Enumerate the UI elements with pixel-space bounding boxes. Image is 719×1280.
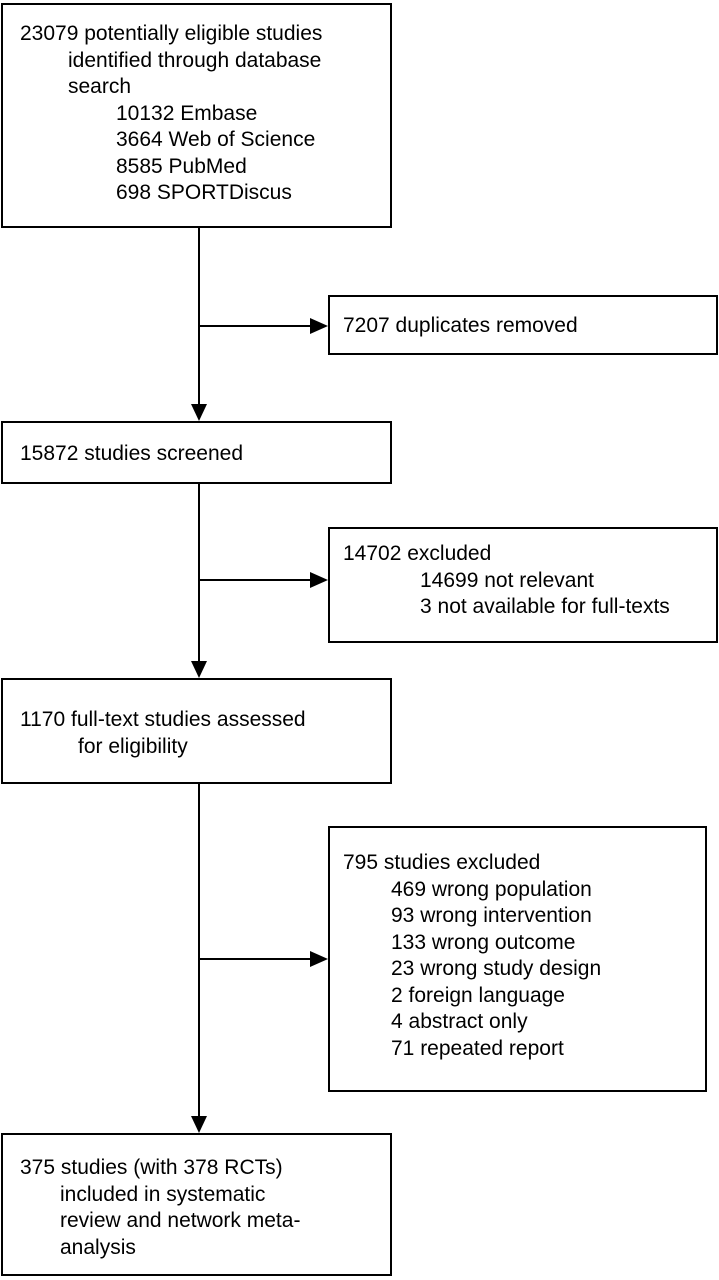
arrowhead-down-icon [191, 404, 207, 421]
reason-repeated-report: 71 repeated report [391, 1036, 564, 1060]
reason-wrong-intervention: 93 wrong intervention [391, 904, 592, 927]
screened-text: 15872 studies screened [20, 442, 243, 465]
included-line: included in systematic [60, 1182, 266, 1206]
source-embase: 10132 Embase [116, 101, 258, 125]
excluded-screening-total: 14702 excluded [343, 542, 492, 565]
identification-box: 23079 potentially eligible studies ident… [1, 3, 392, 228]
included-line: analysis [60, 1235, 136, 1259]
included-total: 375 studies (with 378 RCTs) [20, 1156, 283, 1179]
excluded-screening-box: 14702 excluded 14699 not relevant 3 not … [328, 527, 718, 643]
fulltext-box: 1170 full-text studies assessed for elig… [1, 678, 392, 784]
source-web-of-science: 3664 Web of Science [116, 128, 316, 151]
arrowhead-right-icon [310, 951, 328, 967]
arrowhead-down-icon [191, 661, 207, 678]
reason-wrong-outcome: 133 wrong outcome [391, 930, 576, 954]
reason-wrong-population: 469 wrong population [391, 877, 592, 901]
excluded-not-available: 3 not available for full-texts [420, 595, 670, 618]
arrowhead-right-icon [310, 572, 328, 588]
included-box: 375 studies (with 378 RCTs) included in … [1, 1133, 392, 1276]
fulltext-line: for eligibility [78, 734, 188, 758]
reason-abstract-only: 4 abstract only [391, 1010, 528, 1033]
source-pubmed: 8585 PubMed [116, 154, 247, 178]
excluded-not-relevant: 14699 not relevant [420, 568, 594, 592]
duplicates-text: 7207 duplicates removed [343, 314, 578, 337]
identification-line: search [68, 75, 132, 98]
excluded-fulltext-total: 795 studies excluded [343, 851, 541, 874]
excluded-fulltext-box: 795 studies excluded 469 wrong populatio… [328, 826, 707, 1092]
screened-box: 15872 studies screened [1, 421, 392, 484]
identification-line: identified through database [68, 48, 322, 72]
identification-total: 23079 potentially eligible studies [20, 22, 323, 45]
fulltext-total: 1170 full-text studies assessed [20, 708, 306, 731]
duplicates-box: 7207 duplicates removed [328, 295, 718, 355]
arrowhead-right-icon [310, 318, 328, 334]
source-sportdiscus: 698 SPORTDiscus [116, 181, 292, 204]
included-line: review and network meta- [60, 1209, 301, 1232]
reason-foreign-language: 2 foreign language [391, 983, 565, 1007]
reason-wrong-study-design: 23 wrong study design [391, 957, 602, 980]
arrowhead-down-icon [191, 1116, 207, 1133]
